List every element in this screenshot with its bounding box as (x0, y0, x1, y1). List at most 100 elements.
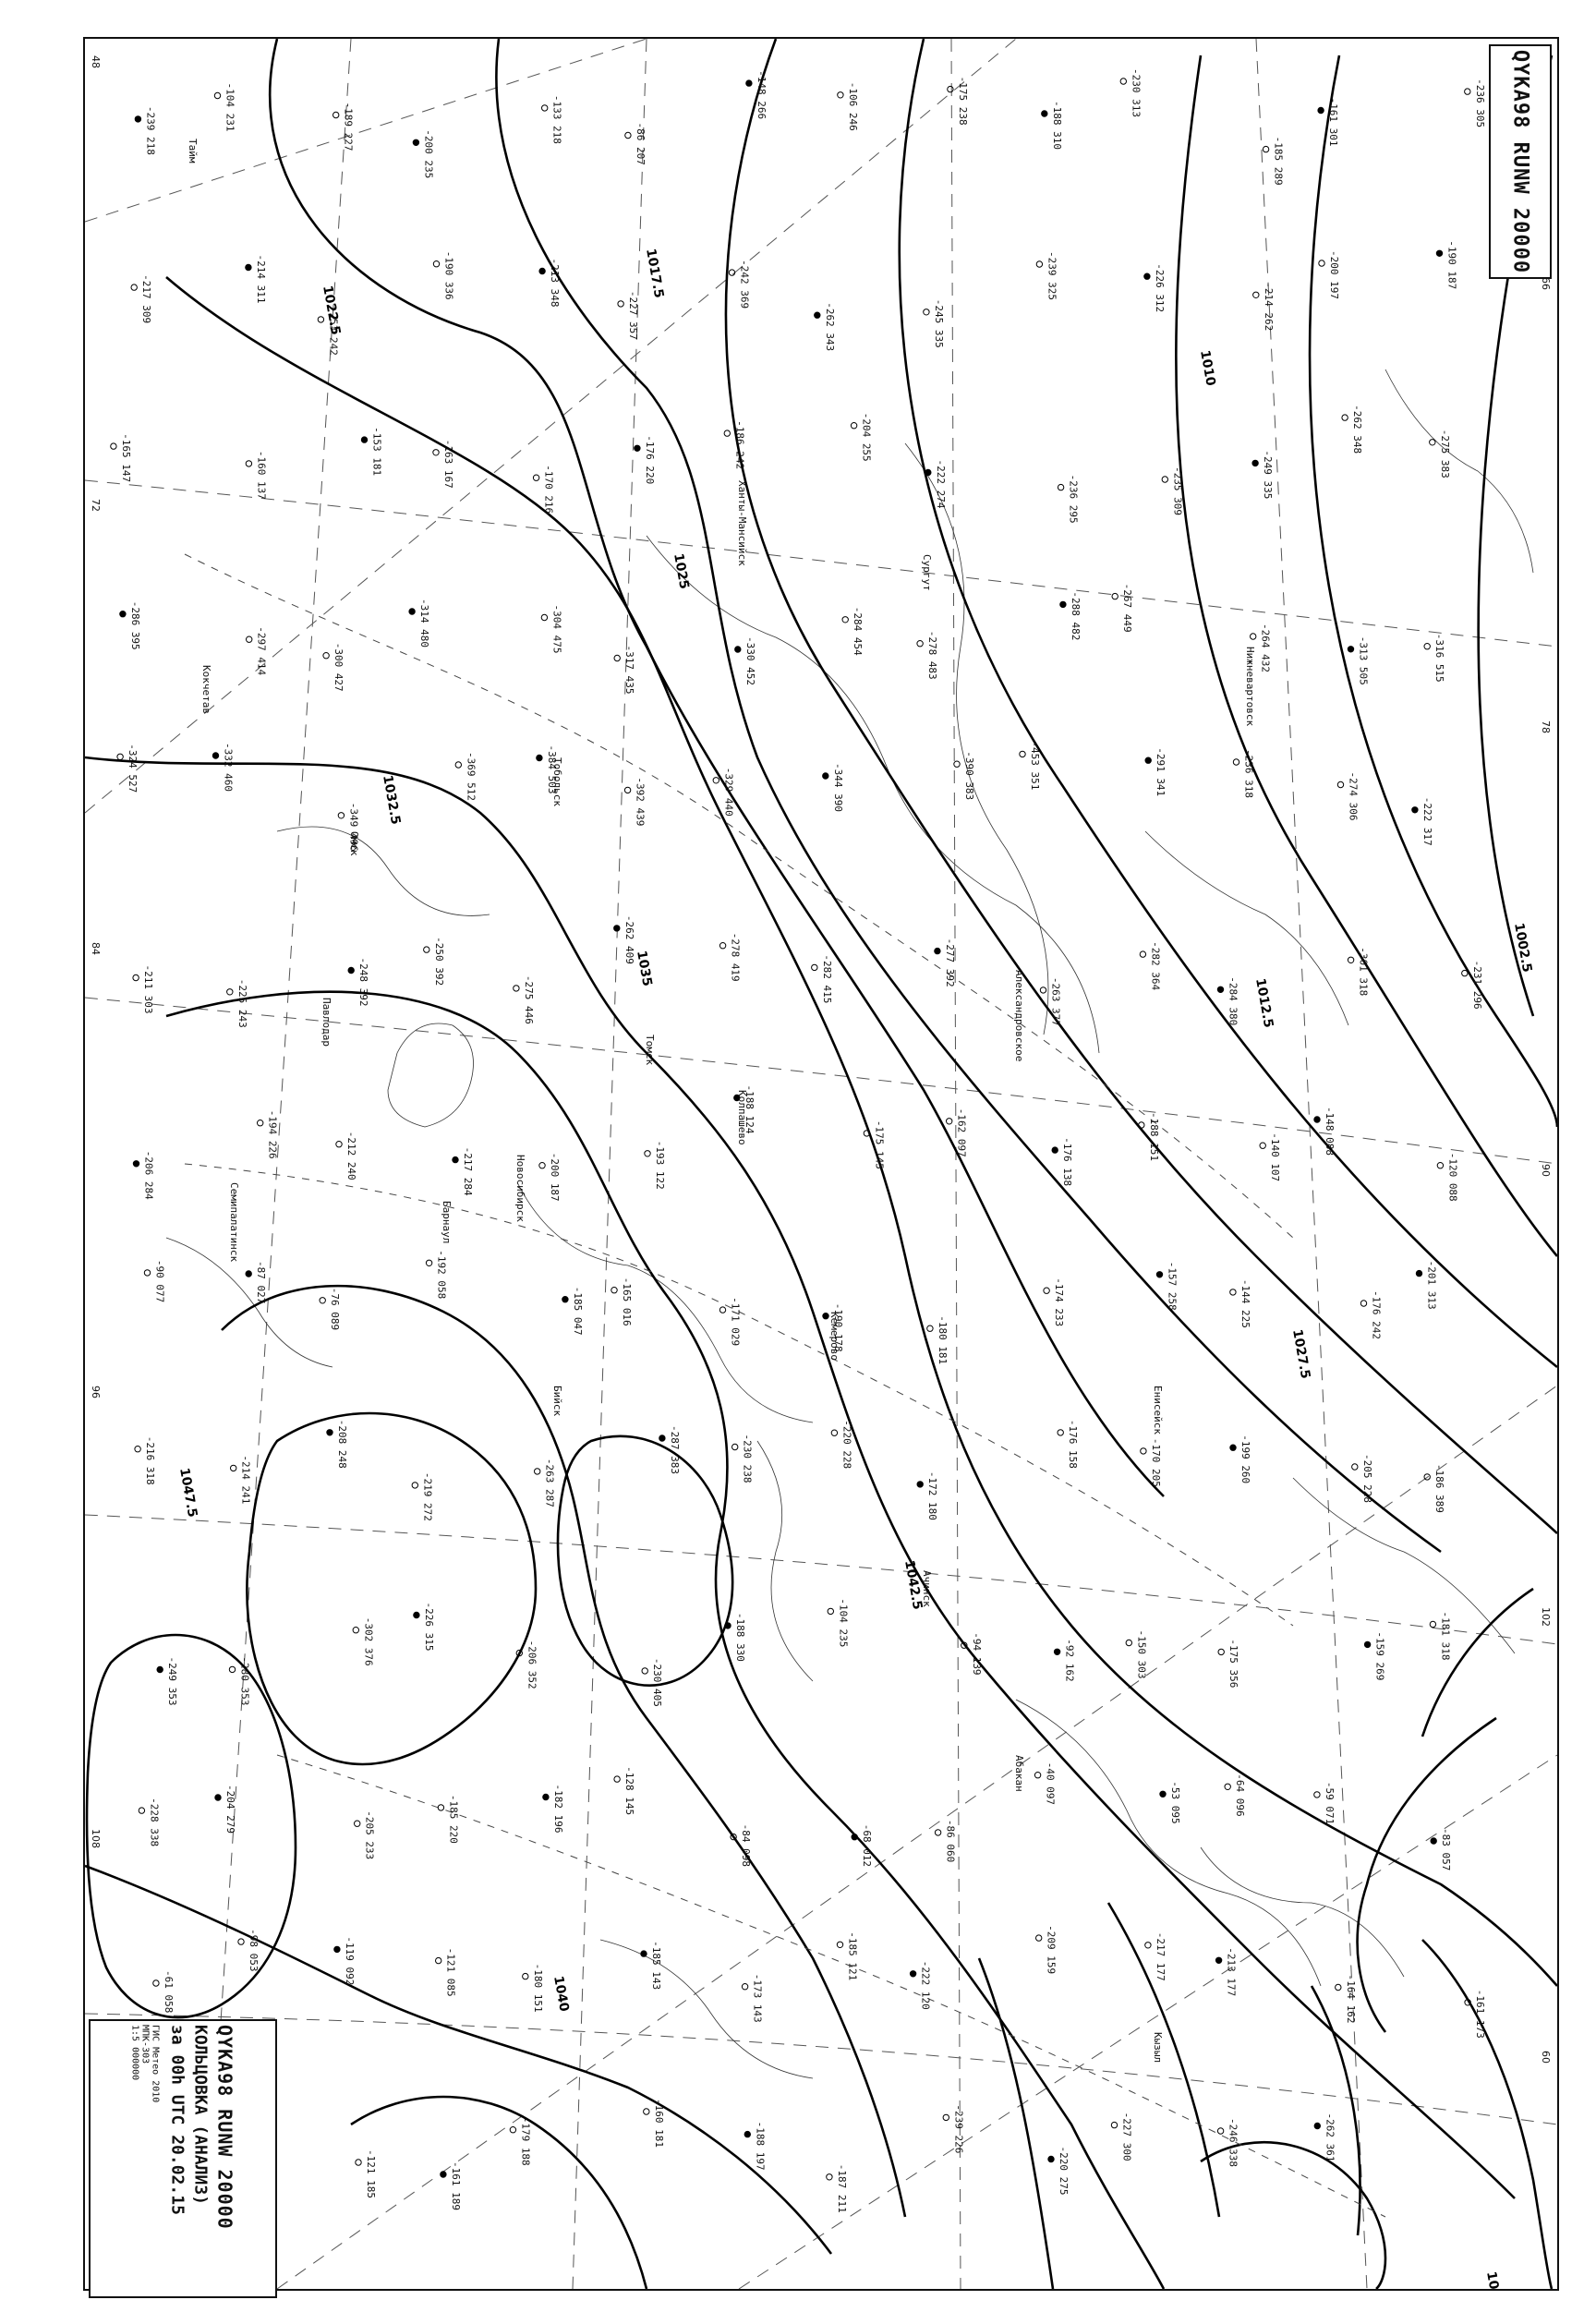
station-obs: -185 220 (437, 1795, 459, 1844)
station-obs-text: -84 098 (740, 1824, 752, 1867)
station-obs-text: -275 446 (523, 975, 535, 1024)
station-obs-text: -157 258 (1167, 1262, 1179, 1311)
station-marker-icon (1057, 483, 1065, 491)
station-obs: -236 295 (1057, 475, 1080, 524)
station-obs-text: -181 318 (1439, 1612, 1451, 1661)
station-obs: -90 077 (143, 1260, 166, 1302)
station-marker-icon (640, 1950, 647, 1957)
isobars (85, 39, 1557, 2289)
station-obs-text: -286 395 (129, 601, 141, 650)
station-obs: -61 058 (152, 1970, 175, 2013)
station-obs-text: -176 158 (1067, 1420, 1079, 1469)
place-names: ТаймАлександровскоеХанты-МансийскНижнева… (187, 139, 1256, 2063)
isobar-label: 1040 (550, 1975, 572, 2013)
isobar-label: 1047.5 (176, 1467, 200, 1519)
station-marker-icon (822, 772, 829, 780)
station-marker-icon (1216, 986, 1225, 994)
station-obs: -188 330 (724, 1613, 746, 1662)
station-marker-icon (814, 311, 821, 319)
station-obs-text: -104 231 (224, 83, 236, 132)
station-obs: -297 414 (246, 626, 268, 676)
graticule-number: 60 (1540, 2051, 1552, 2064)
station-marker-icon (452, 1156, 459, 1164)
station-obs: -180 151 (522, 1964, 544, 2013)
station-obs-text: -212 240 (345, 1132, 357, 1180)
station-obs-text: -148 266 (756, 70, 768, 119)
station-marker-icon (643, 2108, 650, 2115)
isobar-label: 1035 (634, 950, 655, 987)
station-obs-text: -175 145 (873, 1120, 885, 1169)
station-obs: -153 181 (360, 427, 383, 476)
station-obs: -188 124 (733, 1085, 756, 1134)
station-marker-icon (851, 1833, 858, 1841)
isobar-label: 1010 (1197, 349, 1218, 387)
station-obs: -94 139 (961, 1632, 983, 1676)
station-obs-text: -278 419 (730, 933, 742, 982)
place-name: Абакан (1013, 1755, 1025, 1792)
station-marker-icon (617, 300, 624, 308)
station-marker-icon (156, 1665, 163, 1674)
station-obs-text: -301 318 (1358, 947, 1370, 996)
station-obs-text: -262 409 (623, 915, 635, 964)
station-marker-icon (1232, 758, 1240, 766)
station-obs-text: -267 449 (1121, 584, 1133, 633)
station-obs-text: -314 480 (418, 599, 430, 648)
station-obs-text: -182 196 (552, 1785, 564, 1834)
station-obs-text: -194 226 (267, 1110, 279, 1159)
station-obs-text: -190 336 (443, 251, 455, 300)
station-obs: -220 275 (1047, 2147, 1070, 2195)
station-marker-icon (623, 786, 632, 794)
station-obs-text: -220 228 (840, 1420, 852, 1469)
station-obs-text: -392 439 (635, 777, 647, 826)
station-marker-icon (826, 2173, 833, 2181)
station-obs-text: -172 180 (926, 1471, 938, 1520)
station-obs: -282 364 (1139, 941, 1161, 990)
station-marker-icon (1215, 1956, 1223, 1965)
station-obs-text: -176 242 (1371, 1290, 1383, 1339)
station-marker-icon (130, 284, 138, 291)
station-obs: -262 348 (1341, 405, 1363, 454)
station-obs-text: -206 284 (143, 1151, 155, 1200)
station-obs: -199 260 (1229, 1434, 1251, 1483)
station-obs-text: -250 392 (433, 937, 445, 986)
station-obs-text: -133 218 (551, 95, 563, 144)
station-obs-text: -208 248 (336, 1420, 348, 1469)
place-name: Барнаул (441, 1201, 453, 1243)
station-obs: -188 197 (744, 2122, 766, 2171)
station-marker-icon (1436, 1161, 1445, 1169)
station-obs: -453 351 (1019, 741, 1041, 790)
station-marker-icon (1415, 1269, 1423, 1277)
station-obs: -227 300 (1110, 2112, 1133, 2161)
station-marker-icon (1430, 1837, 1437, 1845)
station-marker-icon (1313, 1791, 1321, 1798)
station-obs: -228 338 (138, 1798, 160, 1846)
station-obs-text: -236 318 (1243, 749, 1255, 798)
station-obs: -59 071 (1313, 1782, 1336, 1824)
station-marker-icon (634, 444, 641, 452)
station-obs: -104 235 (827, 1598, 849, 1647)
station-obs-text: -61 058 (163, 1970, 175, 2013)
station-marker-icon (613, 925, 621, 932)
station-marker-icon (532, 474, 540, 481)
station-marker-icon (613, 654, 621, 662)
station-obs-text: -206 352 (526, 1640, 538, 1689)
top-title-box: QYKA98 RUNW 20000 (1489, 44, 1552, 279)
legend-software: ГИС Метео 2010 (150, 2025, 161, 2103)
station-marker-icon (134, 115, 142, 123)
station-marker-icon (724, 1622, 732, 1629)
station-obs: -324 527 (116, 744, 139, 793)
station-marker-icon (317, 316, 325, 323)
station-obs: -302 376 (352, 1617, 374, 1666)
place-name: Семипалатинск (228, 1182, 240, 1262)
station-obs-text: -219 272 (421, 1472, 433, 1521)
station-marker-icon (1034, 1771, 1042, 1779)
aux-lines (184, 553, 1386, 2218)
station-obs: -185 289 (1262, 137, 1285, 186)
station-marker-icon (733, 1094, 741, 1102)
station-obs: -230 313 (1119, 68, 1142, 117)
station-marker-icon (1251, 459, 1259, 467)
station-obs: -76 089 (319, 1288, 341, 1330)
station-obs: -277 392 (934, 938, 956, 987)
station-obs-text: -226 312 (1154, 263, 1166, 312)
station-obs: -176 220 (634, 435, 656, 484)
